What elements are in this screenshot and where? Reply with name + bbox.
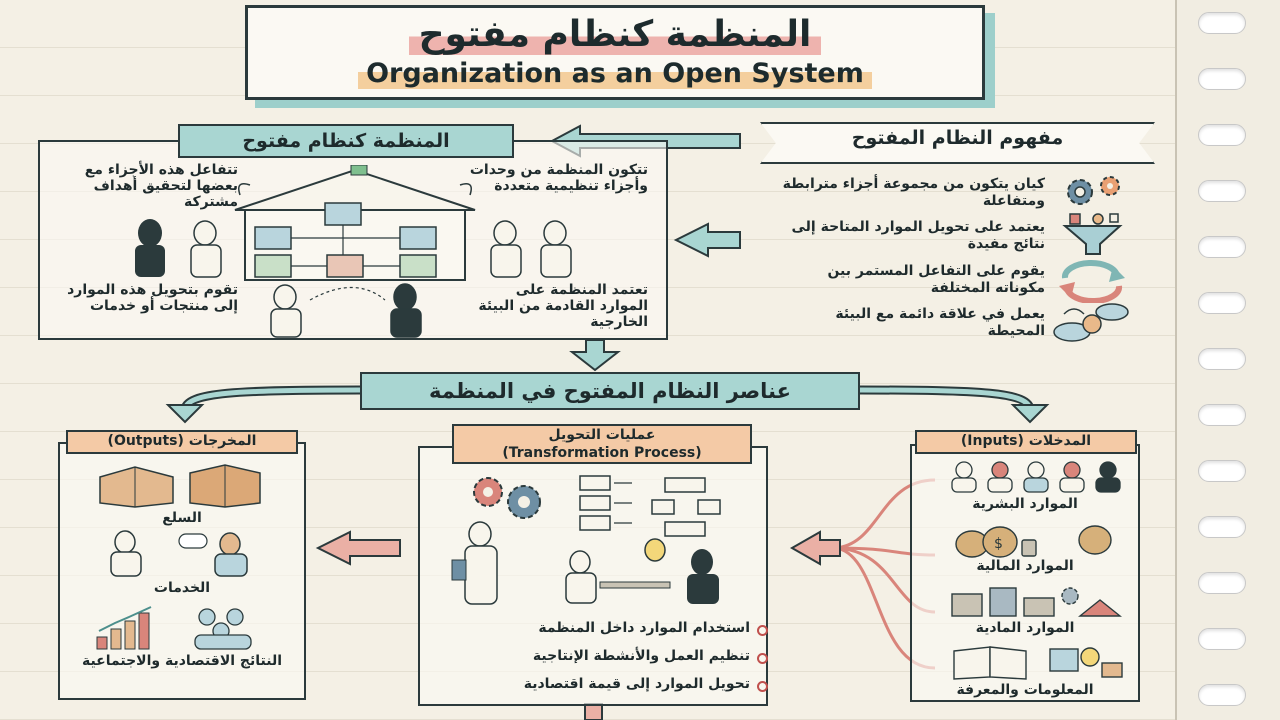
transformation-title: عمليات التحويل (Transformation Process) — [452, 424, 752, 464]
service-icon — [110, 530, 248, 577]
gears-icon — [1067, 176, 1120, 205]
transformation-bullet-2: تنظيم العمل والأنشطة الإنتاجية — [440, 648, 770, 664]
output-label-goods: السلع — [162, 510, 202, 526]
transformation-bullets: استخدام الموارد داخل المنظمة تنظيم العمل… — [440, 620, 770, 704]
org-text-bottom-right: تعتمد المنظمة على الموارد القادمة من الب… — [478, 282, 648, 330]
binder-hole — [1198, 180, 1246, 202]
arrow-process-to-outputs — [315, 530, 401, 566]
binder-hole — [1198, 684, 1246, 706]
arrow-concept-list-to-panel — [673, 222, 741, 258]
input-label-material: الموارد المادية — [975, 620, 1075, 636]
inputs-title: المدخلات (Inputs) — [915, 430, 1137, 454]
output-label-services: الخدمات — [153, 580, 211, 596]
concept-item-2: يعتمد على تحويل الموارد المتاحة إلى نتائ… — [791, 219, 1045, 252]
svg-text:$: $ — [994, 536, 1003, 552]
transformation-bullet-3: تحويل الموارد إلى قيمة اقتصادية — [440, 676, 770, 692]
arrow-elements-to-inputs — [859, 385, 1050, 424]
elements-title: عناصر النظام المفتوح في المنظمة — [360, 372, 860, 410]
funnel-icon — [1062, 213, 1123, 255]
transformation-illustration — [451, 475, 721, 605]
binder-hole — [1198, 236, 1246, 258]
org-text-top-right: تتكون المنظمة من وحدات وأجزاء تنظيمية مت… — [469, 162, 648, 194]
concept-item-1: كيان يتكون من مجموعة أجزاء مترابطة ومتفا… — [782, 176, 1045, 209]
growth-chart-icon — [96, 606, 252, 650]
people-icon — [951, 461, 1121, 493]
materials-icon — [951, 587, 1122, 617]
arrow-inputs-to-process — [789, 530, 841, 566]
money-bags-icon: $ — [955, 525, 1112, 558]
transformation-title-english: (Transformation Process) — [502, 445, 702, 461]
output-label-results: النتائج الاقتصادية والاجتماعية — [81, 653, 283, 669]
title-box: المنظمة كنظام مفتوح Organization as an O… — [245, 5, 985, 100]
binder-hole — [1198, 628, 1246, 650]
outputs-title: المخرجات (Outputs) — [66, 430, 298, 454]
binder-hole — [1198, 292, 1246, 314]
input-label-human: الموارد البشرية — [972, 496, 1078, 512]
binder-hole — [1198, 68, 1246, 90]
input-label-financial: الموارد المالية — [976, 558, 1074, 574]
boxes-icon — [99, 464, 261, 508]
organization-title: المنظمة كنظام مفتوح — [178, 124, 514, 158]
concept-item-3: يقوم على التفاعل المستمر بين مكوناته الم… — [827, 263, 1045, 296]
binder-hole — [1198, 460, 1246, 482]
title-english: Organization as an Open System — [248, 58, 982, 89]
binder-hole — [1198, 348, 1246, 370]
input-label-knowledge: المعلومات والمعرفة — [956, 682, 1094, 698]
binder-hole — [1198, 12, 1246, 34]
binder-hole — [1198, 404, 1246, 426]
binder-hole — [1198, 572, 1246, 594]
org-text-bottom-left: تقوم بتحويل هذه الموارد إلى منتجات أو خد… — [67, 282, 238, 314]
arrow-elements-to-outputs — [165, 385, 361, 424]
concept-title: مفهوم النظام المفتوح — [851, 127, 1064, 149]
cycle-arrows-icon — [1059, 260, 1125, 303]
arrow-panel-to-elements — [569, 339, 621, 372]
transformation-title-arabic: عمليات التحويل — [548, 427, 656, 443]
transformation-bullet-1: استخدام الموارد داخل المنظمة — [440, 620, 770, 636]
title-arabic: المنظمة كنظام مفتوح — [248, 14, 982, 55]
concept-ribbon — [760, 122, 1155, 164]
connector-arrows — [165, 124, 1050, 720]
knowledge-icon — [953, 646, 1123, 680]
binder-hole — [1198, 124, 1246, 146]
concept-item-4: يعمل في علاقة دائمة مع البيئة المحيطة — [835, 306, 1045, 339]
organization-building-illustration — [135, 165, 572, 338]
binder-hole — [1198, 516, 1246, 538]
arrow-process-down — [584, 703, 603, 720]
org-text-top-left: تتفاعل هذه الأجزاء مع بعضها لتحقيق أهداف… — [84, 162, 238, 210]
environment-cloud-icon — [1053, 303, 1129, 342]
